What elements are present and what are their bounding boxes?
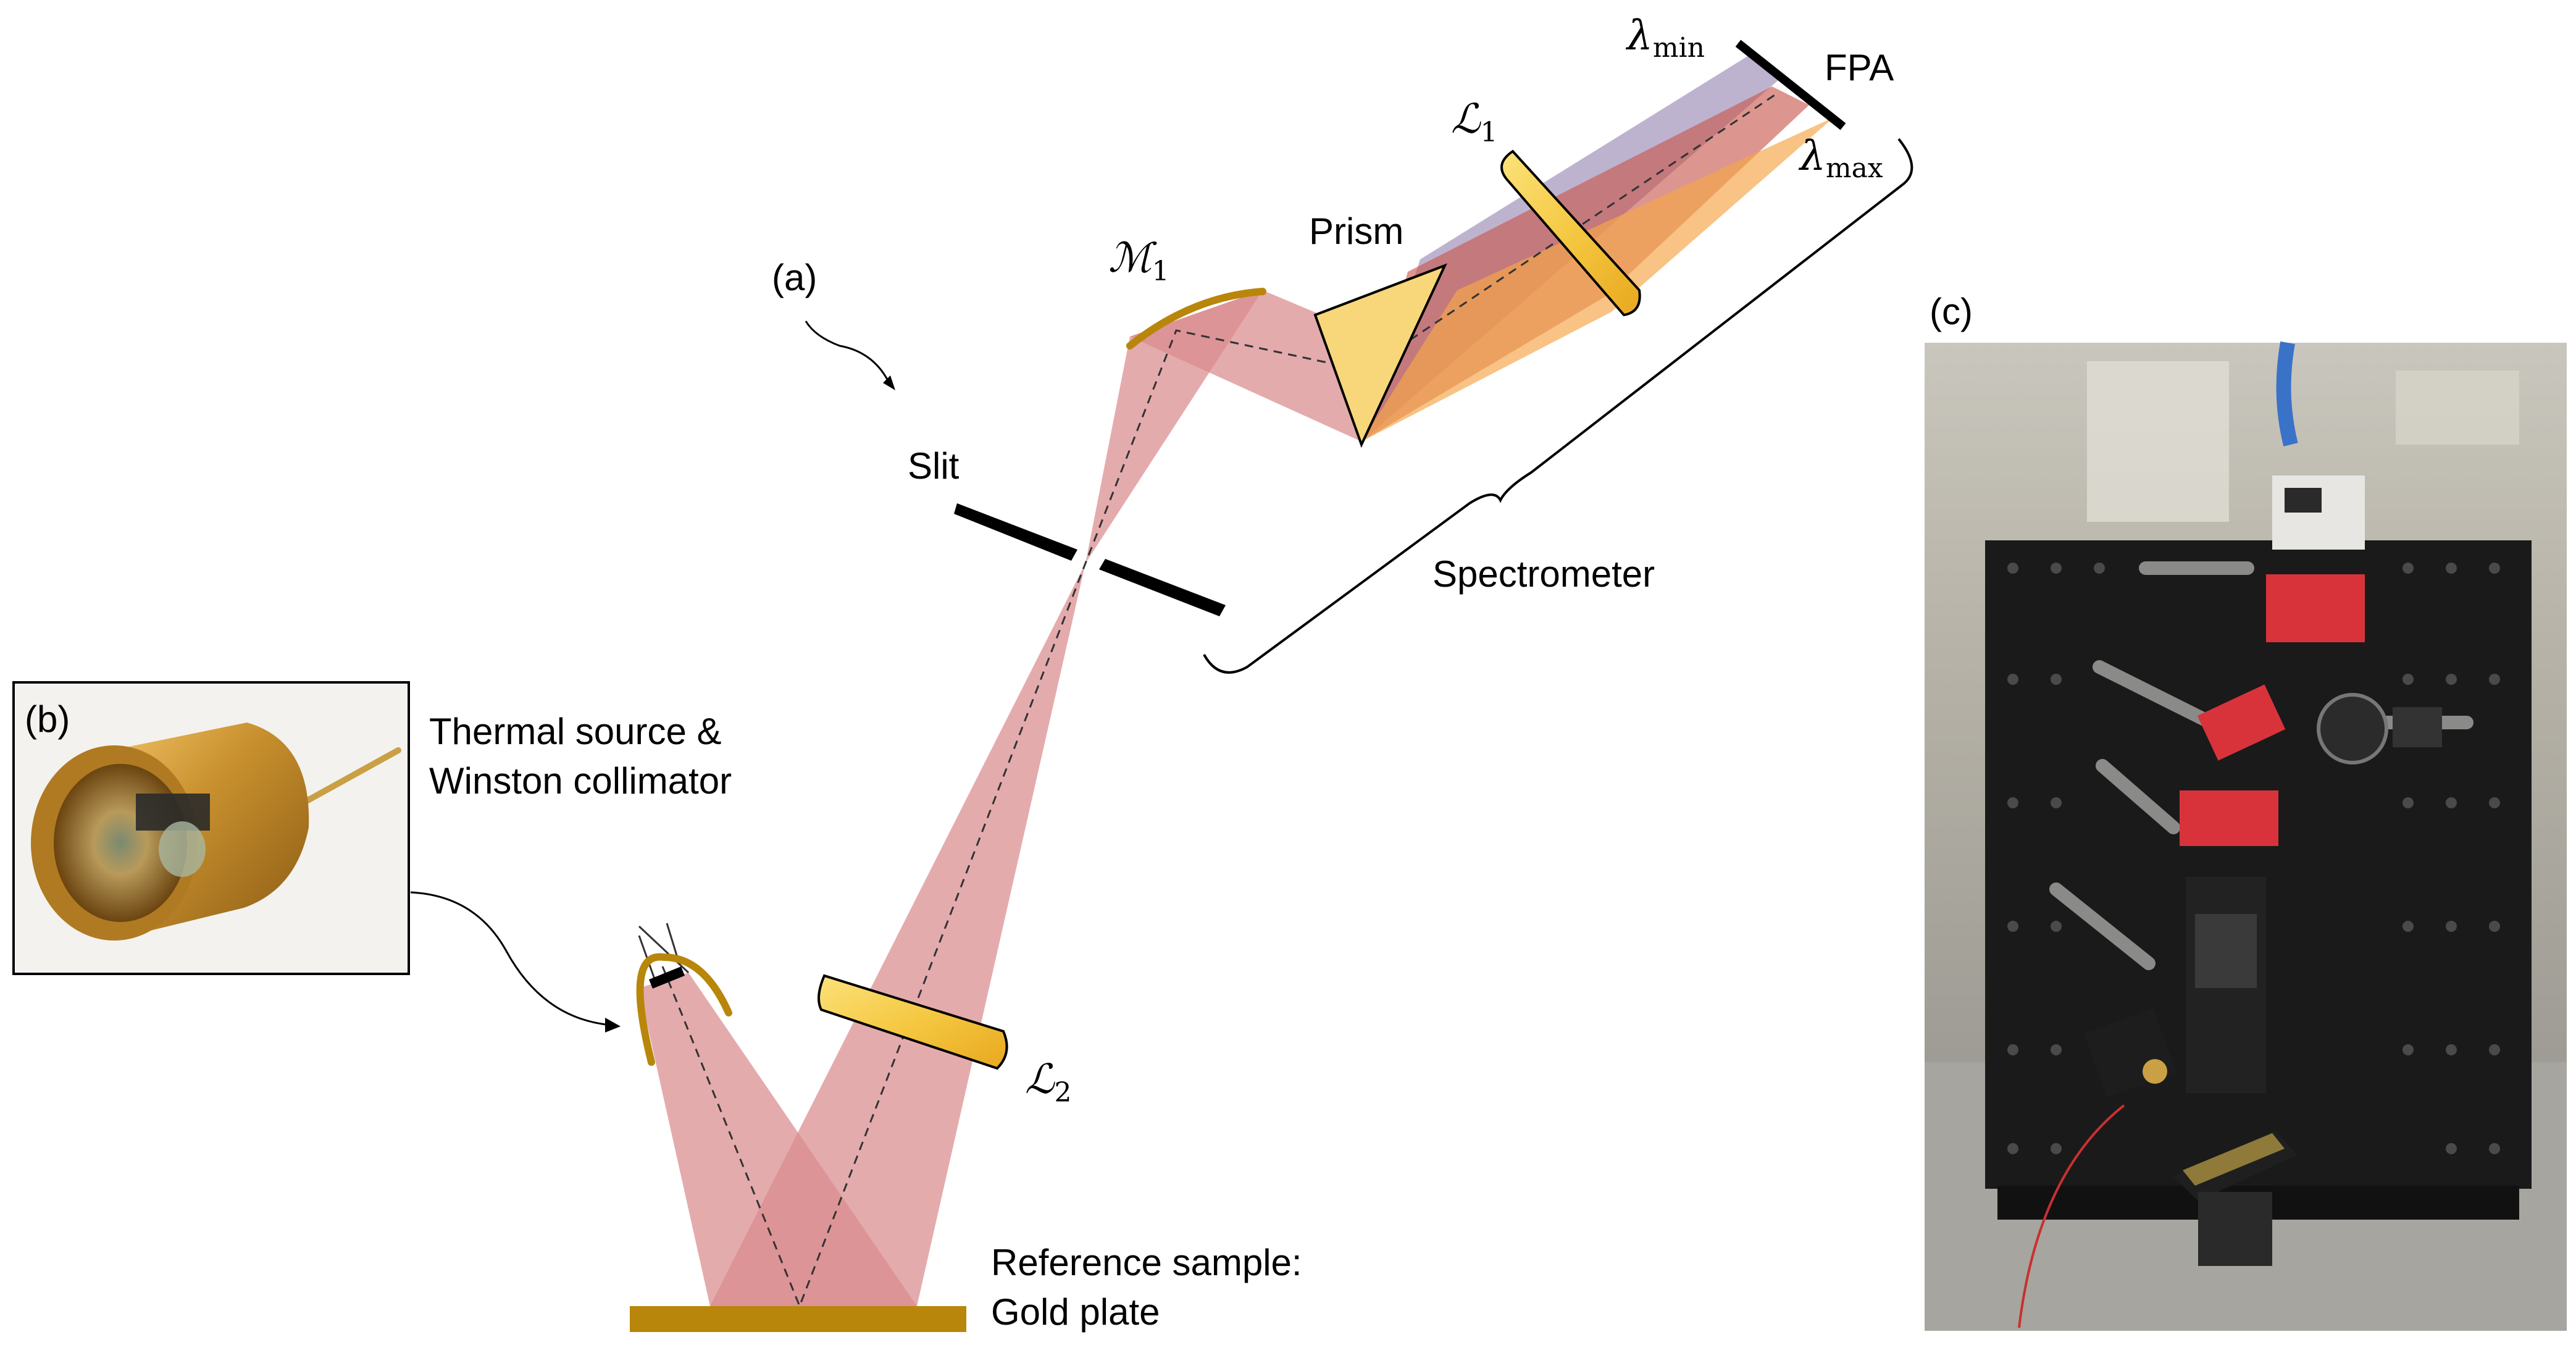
slit [954,503,1226,616]
m1-label: ℳ1 [1108,234,1169,287]
reference-sample-label: Reference sample: [991,1242,1302,1283]
slit-label: Slit [908,445,960,487]
lambda-max-label: λmax [1798,132,1883,184]
prism-label: Prism [1309,211,1403,252]
collimator-edge-left [638,935,656,979]
winston-collimator-label: Winston collimator [429,760,732,802]
fpa-label: FPA [1825,47,1894,88]
beam-sample-to-slit [710,563,1085,1306]
l2-label: ℒ2 [1025,1055,1072,1108]
panel-c-photo: (c) [1925,291,2567,1331]
thermal-source-label: Thermal source & [429,711,722,752]
panel-b-pointer [410,891,612,1026]
panel-b-label: (b) [25,698,70,740]
chief-ray-source [638,925,690,974]
spectrometer-brace [1203,138,1913,674]
panel-a-arrowhead [883,375,895,390]
prism [1313,263,1447,448]
thermal-source-element [649,966,685,989]
panel-a-pointer [805,321,890,383]
mirror-m1 [1126,288,1266,350]
source-lens-glint [159,821,206,877]
blue-cable [2276,341,2298,446]
gold-plate-label: Gold plate [991,1291,1160,1333]
panel-c-label: (c) [1930,291,1973,332]
lambda-min-label: λmin [1625,12,1705,64]
beam-mirror-to-prism [1130,290,1361,442]
fpa-detector [1735,40,1846,130]
panel-a-label: (a) [772,257,817,298]
spectrometer-label: Spectrometer [1432,553,1655,595]
lens-l2 [818,974,1008,1070]
red-mount-middle [2180,790,2278,846]
red-mount-top [2266,574,2365,642]
prism-mount [2317,693,2388,765]
panel-b-inset: (b) Thermal source & Winston collimator [12,681,732,1033]
breadboard-holes [2007,563,2500,1154]
panel-b-arrowhead [605,1018,621,1033]
red-wire [2018,1104,2125,1328]
gold-plate [630,1306,966,1332]
l1-label: ℒ1 [1451,95,1498,148]
panel-a-diagram: (a) Slit Prism FPA Spectrometer Referenc… [630,12,1913,1333]
winston-collimator [636,953,732,1066]
lens-l1 [1500,149,1641,317]
